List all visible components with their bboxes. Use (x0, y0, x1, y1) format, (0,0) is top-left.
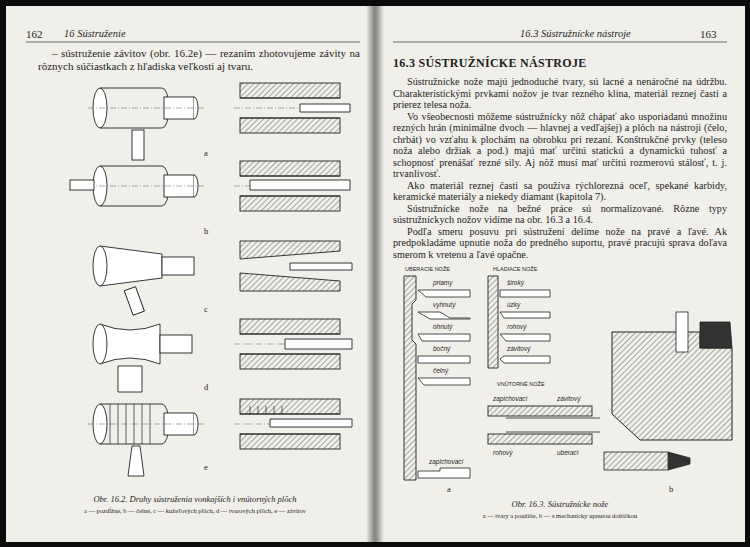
workpiece-cylinder (88, 404, 206, 444)
form-tool (118, 366, 142, 392)
turning-tool (70, 180, 94, 190)
header-rule (393, 42, 727, 43)
tapered-bore-wall (240, 273, 340, 291)
figure-letter: e (203, 462, 209, 472)
boring-bar (250, 180, 350, 190)
group-heading: VNÚTORNÉ NOŽE (496, 381, 546, 388)
workpiece-end (93, 246, 107, 286)
page-number: 162 (26, 28, 43, 41)
figure-letter: b (203, 226, 209, 236)
body-text: – sústruženie závitov (obr. 16.2e) — rez… (38, 47, 360, 72)
finishing-tool (500, 290, 550, 297)
body-paragraph: Vo všeobecnosti môžeme sústružnícky nôž … (393, 111, 727, 180)
caption-legend: a — tvary a použitie, b — s mechanicky u… (395, 512, 725, 520)
figure-letter: a (446, 484, 452, 494)
turning-tool (132, 130, 144, 160)
tool-label: ohnutý (432, 323, 454, 331)
sectioned-workpiece (488, 434, 592, 444)
roughing-tool (418, 356, 470, 363)
tool-label: široký (506, 279, 525, 287)
boring-bar (300, 104, 350, 112)
insert-plate (700, 322, 732, 348)
profiled-workpiece (100, 324, 160, 364)
tool-label: zapichovací (492, 395, 528, 403)
finishing-tool (500, 312, 550, 318)
body-paragraph: Sústružnícke nože na bežné práce sú norm… (393, 203, 727, 226)
grooving-tool (418, 468, 470, 478)
figure-letter: b (668, 484, 674, 494)
section-heading: 16.3 SÚSTRUŽNÍCKE NÁSTROJE (393, 56, 587, 70)
thread-lines (250, 406, 282, 414)
tool-label: závitový (506, 345, 531, 353)
insert-plate (668, 452, 690, 470)
figure-letter: d (203, 382, 209, 392)
sectioned-workpiece (234, 83, 350, 133)
finishing-tool (500, 334, 550, 341)
figure-letter: a (203, 148, 209, 158)
figure-16-3b (604, 312, 732, 470)
threading-tool (128, 446, 144, 476)
turning-tool (124, 287, 144, 316)
figure-16-2 (70, 83, 352, 476)
tool-label: rohový (492, 449, 514, 457)
workpiece-cylinder (88, 166, 206, 206)
caption-legend: a — pozdĺžne, b — čelné, c — kužeľových … (30, 507, 360, 515)
figure-16-3a (404, 276, 600, 480)
tool-label: závitový (556, 395, 581, 403)
tapered-bore-wall (240, 241, 340, 259)
tool-label: čelný (432, 367, 449, 375)
header-rule (26, 42, 360, 43)
sectioned-workpiece (234, 161, 350, 211)
tool-label: priamy (432, 279, 454, 287)
clamp-screw (676, 312, 688, 352)
workpiece-bar (488, 276, 498, 368)
sectioned-workpiece (488, 406, 592, 416)
workpiece-end (93, 324, 107, 364)
group-heading: HLADIACE NOŽE (492, 266, 538, 273)
tapered-workpiece (100, 246, 162, 286)
boring-bar (270, 419, 352, 427)
right-page (376, 6, 745, 542)
tool-label: úzky (506, 301, 521, 309)
figure-letter: c (203, 304, 209, 314)
boring-bar (285, 339, 352, 349)
roughing-tool (418, 312, 470, 319)
tool-label: rohový (506, 323, 528, 331)
figure-caption: Obr. 16.3. Sústružnícke nože (395, 499, 725, 509)
boring-bar (290, 263, 352, 270)
tool-label: uberací (556, 449, 580, 457)
workpiece-cylinder (88, 88, 206, 128)
tool-shank-section (604, 452, 668, 470)
body-paragraph: Sústružnícke nože majú jednoduché tvary,… (393, 76, 727, 111)
group-heading: UBERACIE NOŽE (404, 266, 451, 273)
thread-lines (110, 404, 150, 444)
workpiece-shaft (162, 257, 194, 275)
left-page (6, 6, 374, 542)
tool-label: vyhnutý (432, 301, 456, 309)
running-head: 16 Sústruženie (64, 28, 126, 41)
tool-label: bočný (432, 345, 451, 353)
internal-tool (506, 418, 600, 432)
tool-label: zapichovací (428, 458, 464, 466)
figure-caption: Obr. 16.2. Druhy sústruženia vonkajších … (30, 494, 360, 504)
book-gutter (366, 6, 384, 542)
body-paragraph: Podľa smeru posuvu pri sústružení delíme… (393, 226, 727, 261)
roughing-tool (418, 378, 470, 385)
roughing-tool (418, 334, 470, 341)
workpiece-shaft (160, 335, 192, 353)
running-head: 16.3 Sústružnícke nástroje (520, 28, 631, 41)
finishing-tool (500, 356, 550, 363)
text-column: Sústružnícke nože majú jednoduché tvary,… (393, 76, 727, 260)
workpiece-bar (404, 276, 416, 480)
roughing-tool (418, 290, 470, 297)
body-paragraph: Ako materiál reznej časti sa používa rýc… (393, 180, 727, 203)
page-number: 163 (700, 28, 717, 41)
